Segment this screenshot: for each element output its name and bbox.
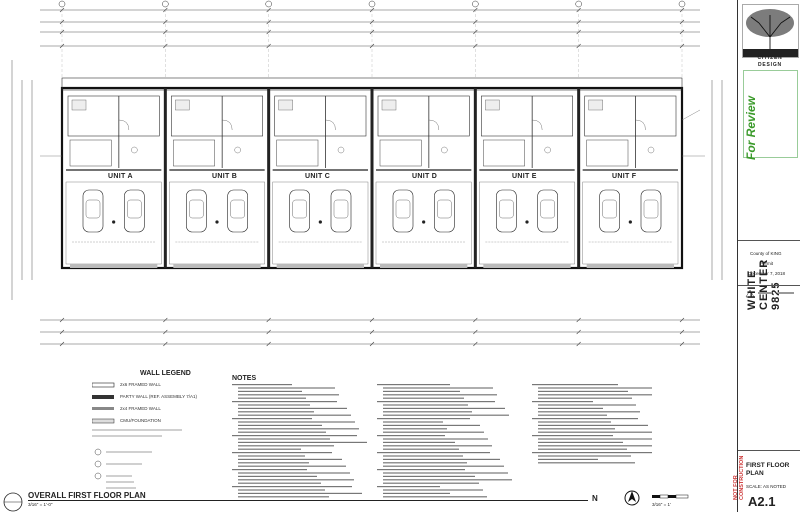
unit-plan — [65, 95, 162, 268]
sheet-scale-label: SCALE: AS NOTED — [746, 484, 787, 489]
floor-plan-area: UNIT A UNIT B UNIT C UNIT D UNIT E UNIT … — [3, 0, 723, 512]
unit-label-b: UNIT B — [212, 173, 238, 180]
legend-item-2x6: 2x6 FRAMED WALL — [120, 382, 161, 387]
unit-plan — [163, 88, 265, 268]
review-stamp — [743, 70, 798, 158]
plan-title-marker — [3, 492, 23, 512]
wall-legend-swatches — [92, 382, 115, 424]
sheet-title: FIRST FLOOR PLAN — [746, 462, 790, 477]
unit-plan — [577, 88, 679, 268]
legend-item-party-wall: PARTY WALL (REF. ASSEMBLY 7/A1) — [120, 394, 198, 399]
legend-item-2x4: 2x4 FRAMED WALL — [120, 406, 161, 411]
jurisdiction: County of KING — [750, 251, 782, 256]
unit-label-c: UNIT C — [305, 173, 331, 180]
title-block: CITIZEN DESIGN For Review WHITE CENTER 9… — [737, 0, 800, 512]
unit-label-a: UNIT A — [108, 173, 133, 180]
legend-symbols — [92, 429, 182, 489]
revision-table — [745, 289, 794, 298]
plan-scale: 3/16" = 1'-0" — [28, 502, 53, 507]
bar-scale-label: 3/16" = 1' — [652, 502, 671, 507]
sheet-number: A2.1 — [748, 494, 776, 509]
general-notes-text — [232, 384, 652, 498]
legend-item-cmu: CMU/FOUNDATION — [120, 418, 161, 423]
bar-scale — [652, 494, 689, 499]
sheet-title-divider — [738, 450, 800, 451]
issue-date: December 7, 2018 — [748, 271, 786, 276]
unit-label-e: UNIT E — [512, 173, 537, 180]
north-label: N — [592, 494, 598, 503]
title-block-divider — [738, 240, 800, 241]
revision-divider — [738, 285, 800, 286]
plan-title: OVERALL FIRST FLOOR PLAN — [28, 491, 146, 500]
firm-logo — [742, 4, 799, 58]
firm-name: CITIZEN DESIGN — [757, 55, 783, 68]
not-for-construction-watermark: NOT FOR CONSTRUCTION — [733, 455, 745, 500]
unit-plan — [267, 88, 369, 268]
unit-label-f: UNIT F — [612, 173, 637, 180]
review-stamp-text: For Review — [744, 95, 758, 160]
unit-label-d: UNIT D — [412, 173, 438, 180]
wall-legend-title: WALL LEGEND — [140, 370, 191, 377]
unit-plan — [473, 88, 575, 268]
floor-plan-drawing — [11, 0, 723, 347]
notes-title: NOTES — [232, 375, 257, 382]
north-arrow-icon — [624, 490, 640, 506]
title-underline — [28, 500, 588, 501]
tree-logo-icon — [743, 5, 798, 57]
submittal-type: Permit — [760, 261, 774, 266]
unit-plan — [370, 88, 472, 268]
